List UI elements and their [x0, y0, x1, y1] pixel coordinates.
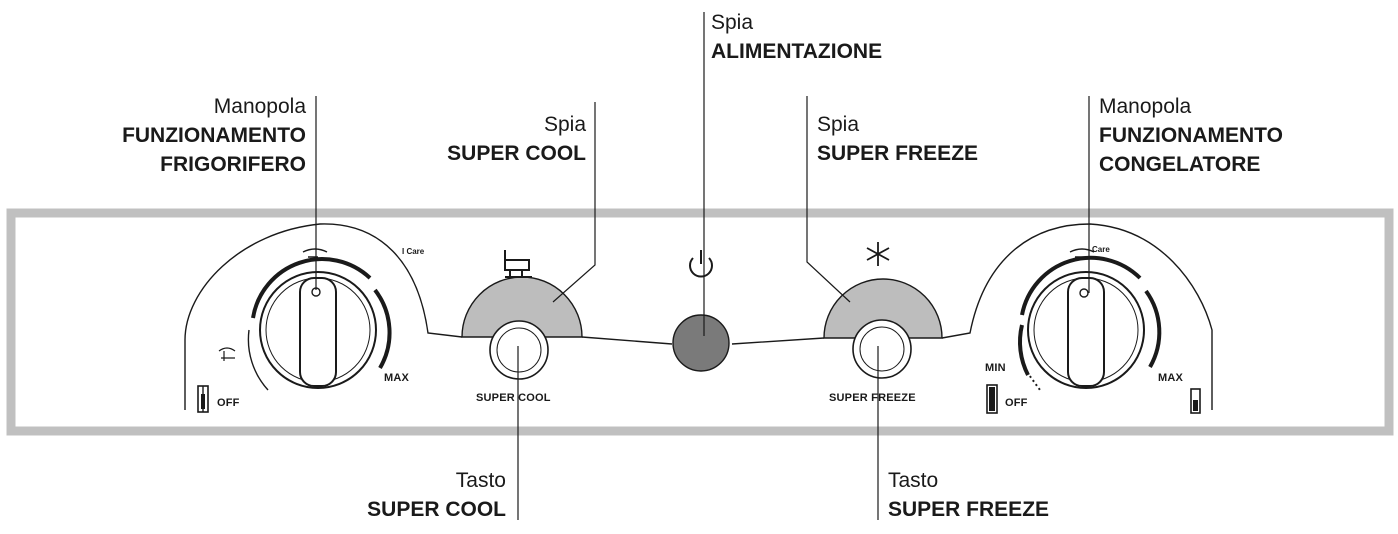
fridge-off-label: OFF [217, 397, 240, 409]
freezer-max-switch-icon [1190, 388, 1201, 414]
shopping-cart-icon [504, 250, 532, 278]
fridge-dial-arc-off [247, 329, 269, 391]
freezer-care-label: Care [1092, 245, 1110, 254]
freezer-off-label: OFF [1005, 397, 1028, 409]
superfreeze-button-callout: Tasto SUPER FREEZE [888, 466, 1049, 524]
freezer-hand-care-icon [1069, 248, 1095, 258]
fridge-dial-arc-max [373, 288, 392, 370]
freezer-dial-arc [1020, 255, 1142, 316]
supercool-button-callout-line2: SUPER COOL [367, 498, 506, 521]
superfreeze-button-label: SUPER FREEZE [829, 392, 916, 404]
freezer-knob-callout: Manopola FUNZIONAMENTO CONGELATORE [1099, 92, 1283, 179]
fridge-low-temp-icon [218, 347, 236, 361]
panel-contour [184, 223, 1213, 410]
snowflake-icon [866, 242, 890, 266]
superfreeze-led [823, 278, 943, 339]
fridge-knob-callout-line1: Manopola [213, 95, 306, 118]
freezer-min-label: MIN [985, 362, 1006, 374]
power-led-callout: Spia ALIMENTAZIONE [711, 8, 882, 66]
supercool-button-label: SUPER COOL [476, 392, 551, 404]
superfreeze-led-callout-line1: Spia [817, 113, 860, 136]
supercool-button[interactable] [489, 320, 549, 380]
superfreeze-button-callout-line1: Tasto [888, 469, 939, 492]
fridge-dial-arc [251, 257, 372, 319]
power-led-callout-line2: ALIMENTAZIONE [711, 40, 883, 63]
fridge-knob-callout: Manopola FUNZIONAMENTO FRIGORIFERO [122, 92, 306, 179]
superfreeze-button[interactable] [852, 319, 912, 379]
superfreeze-led-callout-line2: SUPER FREEZE [817, 142, 979, 165]
fridge-max-label: MAX [384, 372, 410, 384]
supercool-led-callout-line1: Spia [543, 113, 586, 136]
freezer-off-switch-icon [986, 384, 998, 414]
freezer-knob-callout-line3: CONGELATORE [1099, 153, 1261, 176]
power-led-callout-line1: Spia [711, 11, 754, 34]
panel-frame [6, 208, 1394, 436]
supercool-button-callout: Tasto SUPER COOL [367, 466, 506, 524]
freezer-knob-callout-line1: Manopola [1099, 95, 1192, 118]
superfreeze-button-callout-line2: SUPER FREEZE [888, 498, 1050, 521]
freezer-max-label: MAX [1158, 372, 1184, 384]
power-led [672, 314, 730, 372]
freezer-knob-callout-line2: FUNZIONAMENTO [1099, 124, 1283, 147]
fridge-knob-callout-line2: FUNZIONAMENTO [122, 124, 306, 147]
fridge-knob[interactable] [197, 248, 392, 413]
superfreeze-led-callout: Spia SUPER FREEZE [817, 110, 978, 168]
power-icon [689, 250, 713, 278]
hand-care-icon [302, 248, 328, 258]
supercool-button-callout-line1: Tasto [455, 469, 506, 492]
fridge-care-text: Care [406, 247, 425, 256]
freezer-knob[interactable] [986, 248, 1201, 414]
fridge-off-switch-icon [197, 385, 209, 413]
fridge-care-label: I Care [402, 247, 425, 256]
freezer-dial-arc-max [1144, 289, 1162, 368]
supercool-led-callout-line2: SUPER COOL [447, 142, 586, 165]
freezer-dial-arc-min [1018, 324, 1030, 376]
supercool-led-callout: Spia SUPER COOL [447, 110, 586, 168]
leader-lines [315, 12, 1090, 520]
fridge-knob-callout-line3: FRIGORIFERO [160, 153, 306, 176]
